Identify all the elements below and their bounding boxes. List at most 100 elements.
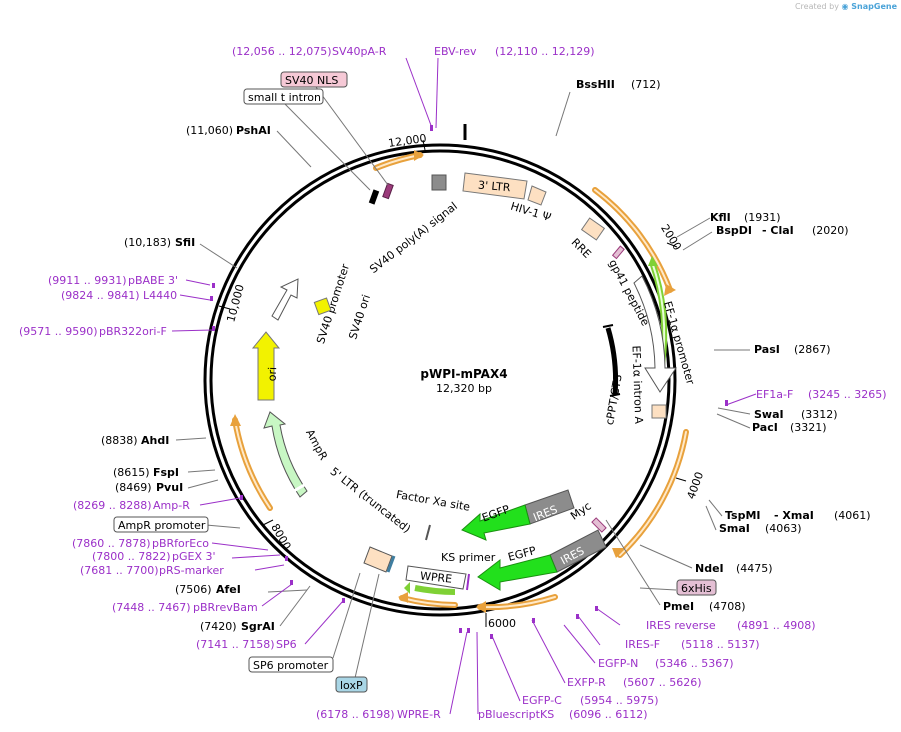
- ori-label: ori: [266, 367, 279, 382]
- sp6-promoter-box: [248, 656, 334, 673]
- sv40-nls-box: [280, 71, 348, 88]
- primer-wpre-r-coord: (6178 .. 6198): [316, 708, 395, 721]
- loxp-box: [335, 676, 368, 693]
- snapgene-logo: ◉ SnapGene: [841, 2, 897, 11]
- site-pmei[interactable]: PmeI: [663, 600, 694, 613]
- primer-pbrforeco-coord: (7860 .. 7878): [72, 537, 151, 550]
- site-pshai[interactable]: PshAI: [236, 124, 271, 137]
- primer-wpre-r[interactable]: WPRE-R: [397, 708, 441, 721]
- primer-sp6[interactable]: SP6: [276, 638, 297, 651]
- primer-egfp-c[interactable]: EGFP-C: [522, 694, 562, 707]
- primer-egfp-n[interactable]: EGFP-N: [598, 657, 638, 670]
- site-kfli-coord: (1931): [744, 211, 781, 224]
- site-pvui[interactable]: PvuI: [156, 481, 183, 494]
- primer-l4440[interactable]: L4440: [143, 289, 177, 302]
- primer-exfp-r[interactable]: EXFP-R: [567, 676, 606, 689]
- snapgene-credit: Created by ◉ SnapGene: [795, 2, 897, 11]
- sv40-nls-marker: [382, 182, 394, 200]
- primer-labels: (12,056 .. 12,075) SV40pA-R EBV-rev (12,…: [19, 45, 887, 721]
- site-swai[interactable]: SwaI: [754, 408, 784, 421]
- primer-leaders: [171, 57, 757, 715]
- site-pasi-coord: (2867): [794, 343, 831, 356]
- site-kfli[interactable]: KflI: [710, 211, 731, 224]
- primer-pbabe3[interactable]: pBABE 3': [128, 274, 178, 287]
- site-xmai[interactable]: - XmaI: [774, 509, 814, 522]
- primer-sp6-coord: (7141 .. 7158): [196, 638, 275, 651]
- site-tspmi-coord: (4061): [834, 509, 871, 522]
- site-ndei-coord: (4475): [736, 562, 773, 575]
- ampr-feature: AmpR: [263, 411, 330, 498]
- primer-amp-r-coord: (8269 .. 8288): [73, 499, 152, 512]
- site-smai-coord: (4063): [765, 522, 802, 535]
- loxp-label[interactable]: loxP: [340, 679, 363, 692]
- plasmid-name: pWPI-mPAX4: [420, 367, 507, 381]
- site-ahdi-coord: (8838): [101, 434, 138, 447]
- site-tspmi[interactable]: TspMI: [725, 509, 761, 522]
- sv40-ori-label: SV40 ori: [346, 293, 373, 341]
- ltr3-feature: 3' LTR: [462, 172, 547, 206]
- factor-xa-mark: [425, 524, 431, 541]
- site-ahdi[interactable]: AhdI: [141, 434, 169, 447]
- site-sgrai[interactable]: SgrAI: [241, 620, 275, 633]
- tick-10000: 10,000: [224, 283, 247, 324]
- his-label[interactable]: 6xHis: [681, 582, 712, 595]
- site-bsshii[interactable]: BssHII: [576, 78, 615, 91]
- myc-marker: [591, 517, 607, 533]
- tick-4000: 4000: [684, 470, 706, 501]
- sv40-polya-label: SV40 poly(A) signal: [367, 200, 460, 276]
- primer-egfp-c-coord: (5954 .. 5975): [580, 694, 659, 707]
- primer-pbrrevbam-coord: (7448 .. 7467): [112, 601, 191, 614]
- site-afei-coord: (7506): [175, 583, 212, 596]
- primer-pbr322ori-f-coord: (9571 .. 9590): [19, 325, 98, 338]
- primer-pbrforeco[interactable]: pBRforEco: [152, 537, 209, 550]
- primer-pbr322ori-f[interactable]: pBR322ori-F: [99, 325, 167, 338]
- primer-amp-r[interactable]: Amp-R: [153, 499, 190, 512]
- primer-ebv-rev-coord: (12,110 .. 12,129): [495, 45, 595, 58]
- primer-pgex3[interactable]: pGEX 3': [172, 550, 216, 563]
- site-bsshii-coord: (712): [631, 78, 661, 91]
- site-smai[interactable]: SmaI: [719, 522, 750, 535]
- primer-ebv-rev[interactable]: EBV-rev: [434, 45, 477, 58]
- primer-pbluescriptks[interactable]: pBluescriptKS: [478, 708, 554, 721]
- primer-ires-f[interactable]: IRES-F: [625, 638, 660, 651]
- site-fspi[interactable]: FspI: [153, 466, 179, 479]
- ltr5-feature: 5' LTR (truncated): [328, 465, 413, 573]
- primer-ires-f-coord: (5118 .. 5137): [681, 638, 760, 651]
- site-paci[interactable]: PacI: [752, 421, 778, 434]
- ef1a-intron-label: EF-1α intron A: [630, 345, 646, 424]
- primer-prs-marker[interactable]: pRS-marker: [159, 564, 224, 577]
- site-pasi[interactable]: PasI: [754, 343, 780, 356]
- tick-6000: 6000: [488, 617, 516, 630]
- site-afei[interactable]: AfeI: [216, 583, 241, 596]
- ks-primer-label: KS primer: [441, 551, 496, 564]
- site-bspdi[interactable]: BspDI: [716, 224, 752, 237]
- primer-egfp-n-coord: (5346 .. 5367): [655, 657, 734, 670]
- primer-pbluescriptks-coord: (6096 .. 6112): [569, 708, 648, 721]
- credit-prefix: Created by: [794, 2, 839, 11]
- sp6-promoter-label[interactable]: SP6 promoter: [253, 659, 329, 672]
- site-sfii[interactable]: SfiI: [175, 236, 195, 249]
- primer-sv40pa-r-coord: (12,056 .. 12,075): [232, 45, 332, 58]
- factor-xa-label: Factor Xa site: [395, 488, 471, 514]
- ampr-promoter-label[interactable]: AmpR promoter: [118, 519, 206, 532]
- egfp-ires-outer: IRES EGFP: [477, 529, 607, 591]
- site-pshai-coord: (11,060): [186, 124, 233, 137]
- primer-ires-reverse[interactable]: IRES reverse: [646, 619, 716, 632]
- tick-12000: 12,000: [387, 132, 427, 150]
- ampr-promoter-box: [113, 516, 209, 533]
- wpre-label: WPRE: [419, 569, 452, 585]
- rre-box: [580, 217, 606, 241]
- cppt-box: [651, 404, 667, 419]
- ltr3-label: 3' LTR: [477, 179, 511, 195]
- box-leaders: [205, 86, 677, 679]
- site-ndei[interactable]: NdeI: [695, 562, 724, 575]
- primer-ires-reverse-coord: (4891 .. 4908): [737, 619, 816, 632]
- primer-ef1a-f[interactable]: EF1a-F: [756, 388, 793, 401]
- site-clai[interactable]: - ClaI: [762, 224, 794, 237]
- primer-pbrrevbam[interactable]: pBRrevBam: [193, 601, 258, 614]
- sv40-promoter-feature: SV40 promoter: [271, 262, 352, 345]
- primer-sv40pa-r[interactable]: SV40pA-R: [332, 45, 387, 58]
- sv40-nls-label[interactable]: SV40 NLS: [285, 74, 338, 87]
- small-t-label[interactable]: small t intron: [248, 91, 321, 104]
